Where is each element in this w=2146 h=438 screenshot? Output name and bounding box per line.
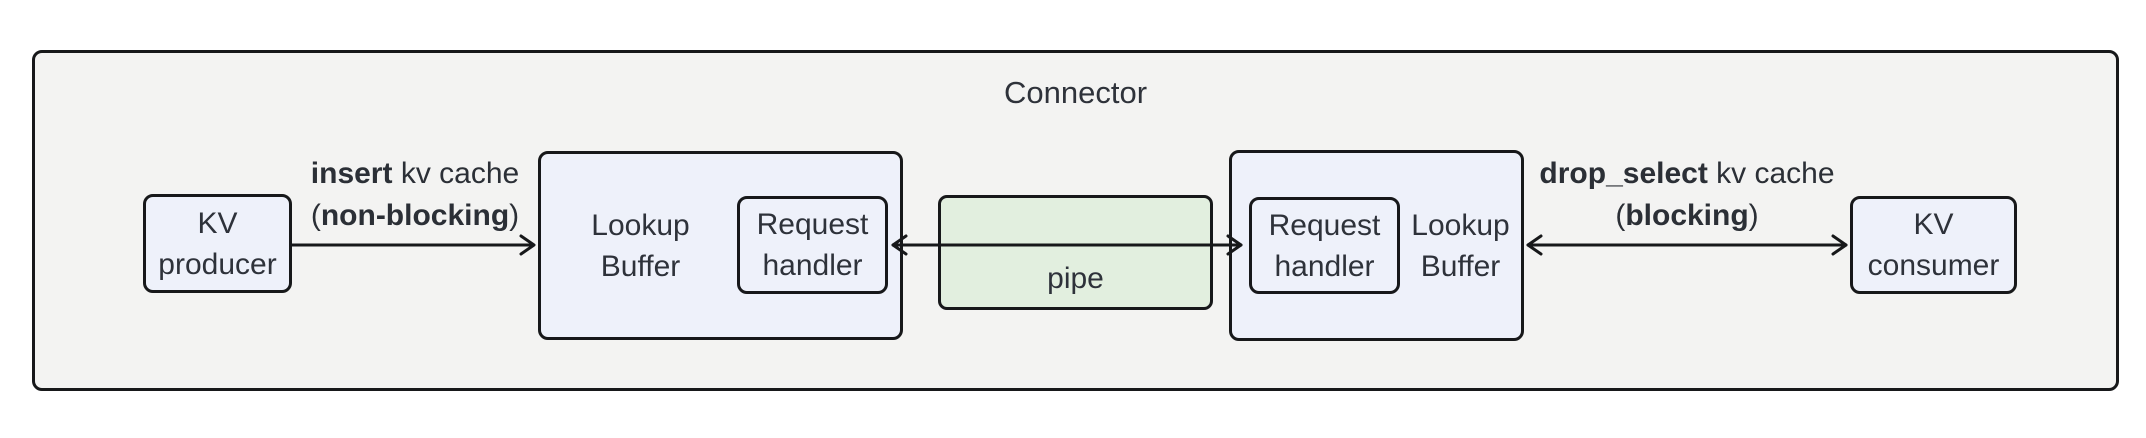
request-handler-left-label-line2: handler — [762, 249, 863, 282]
kv-producer-label-line2: producer — [158, 247, 277, 281]
insert-op: insert — [310, 157, 393, 190]
lookup-buffer-left-node: Lookup Buffer Request handler — [538, 151, 903, 340]
insert-close-paren: ) — [509, 199, 520, 232]
insert-open-paren: ( — [310, 199, 321, 232]
lookup-buffer-right-node: Lookup Buffer Request handler — [1229, 150, 1524, 341]
request-handler-right-label-line1: Request — [1268, 208, 1381, 242]
request-handler-left-label-line1: Request — [756, 208, 869, 241]
drop-select-mode: blocking — [1625, 199, 1749, 232]
lookup-buffer-right-label-line1: Lookup — [1411, 208, 1510, 242]
drop-select-edge-label-line1: drop_select kv cache — [1507, 153, 1867, 195]
lookup-buffer-left-label: Lookup Buffer — [541, 154, 740, 337]
insert-edge-label-line1: insert kv cache — [235, 153, 595, 195]
drop-select-edge-label: drop_select kv cache (blocking) — [1507, 153, 1867, 237]
drop-select-rest: kv cache — [1707, 157, 1835, 190]
request-handler-right-label-line2: handler — [1274, 249, 1375, 283]
request-handler-right-node: Request handler — [1249, 197, 1400, 294]
pipe-double-arrow — [891, 234, 1243, 256]
insert-mode: non-blocking — [320, 199, 510, 232]
connector-title: Connector — [1003, 75, 1148, 110]
insert-arrow — [292, 234, 536, 256]
lookup-buffer-left-label-line1: Lookup — [591, 208, 690, 242]
pipe-label: pipe — [1047, 262, 1104, 295]
kv-producer-label-line1: KV — [197, 206, 238, 240]
drop-select-close-paren: ) — [1748, 199, 1759, 232]
insert-edge-label-line2: (non-blocking) — [235, 195, 595, 237]
drop-select-double-arrow — [1526, 234, 1848, 256]
pipe-node: pipe — [938, 195, 1213, 310]
lookup-buffer-right-label: Lookup Buffer — [1400, 153, 1521, 338]
kv-consumer-label-line2: consumer — [1867, 249, 2000, 282]
request-handler-left-node: Request handler — [737, 196, 888, 294]
lookup-buffer-right-label-line2: Buffer — [1420, 249, 1501, 283]
drop-select-op: drop_select — [1539, 157, 1708, 190]
kv-producer-node: KV producer — [143, 194, 292, 293]
insert-rest: kv cache — [392, 157, 520, 190]
kv-consumer-label-line1: KV — [1913, 208, 1954, 241]
drop-select-open-paren: ( — [1615, 199, 1626, 232]
lookup-buffer-left-label-line2: Buffer — [600, 249, 681, 283]
insert-edge-label: insert kv cache (non-blocking) — [235, 153, 595, 237]
kv-consumer-node: KV consumer — [1850, 196, 2017, 294]
drop-select-edge-label-line2: (blocking) — [1507, 195, 1867, 237]
